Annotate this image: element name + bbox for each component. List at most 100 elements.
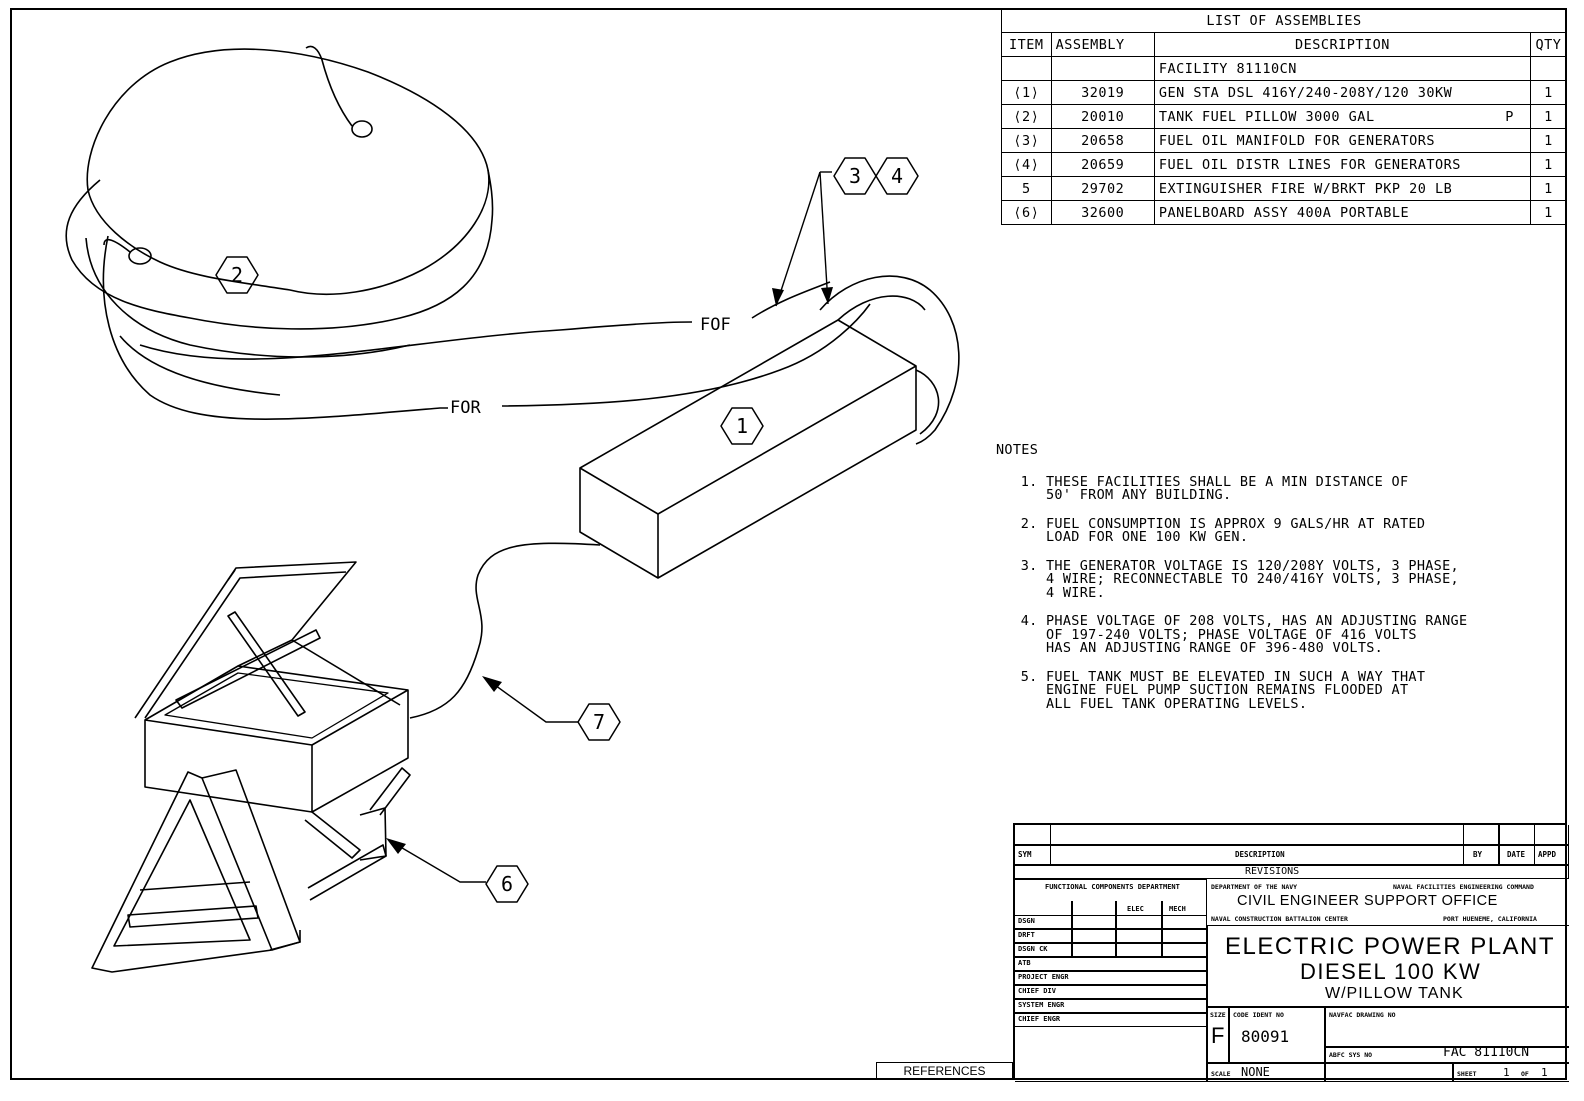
location-label: PORT HUENEME, CALIFORNIA <box>1443 915 1537 923</box>
rev-appd-header: APPD <box>1538 850 1557 859</box>
assembly-number: 32019 <box>1050 80 1155 105</box>
dept-navy-label: DEPARTMENT OF THE NAVY <box>1211 883 1298 891</box>
assembly-number: 29702 <box>1050 176 1155 201</box>
rev-by-header: BY <box>1473 850 1483 859</box>
note-item: THESE FACILITIES SHALL BE A MIN DISTANCE… <box>1046 475 1561 503</box>
callout-2-hex <box>215 256 259 294</box>
sheet-number: 1 <box>1503 1066 1510 1079</box>
revisions-label: REVISIONS <box>1245 866 1300 877</box>
assembly-description: FUEL OIL MANIFOLD FOR GENERATORS <box>1153 128 1531 153</box>
table-row: 5 29702 EXTINGUISHER FIRE W/BRKT PKP 20 … <box>1001 176 1568 201</box>
generator-set <box>579 275 960 579</box>
callout-6-label: 6 <box>501 872 513 896</box>
assembly-number: 32600 <box>1050 200 1155 225</box>
title-block: SYM DESCRIPTION BY DATE APPD REVISIONS F… <box>1013 823 1569 1082</box>
row-project-engr: PROJECT ENGR <box>1018 973 1069 981</box>
assembly-description: FUEL OIL DISTR LINES FOR GENERATORS <box>1153 152 1531 177</box>
row-chief-div: CHIEF DIV <box>1018 987 1056 995</box>
callout-4-hex <box>875 157 919 195</box>
callout-4-label: 4 <box>891 164 903 188</box>
rev-description-header: DESCRIPTION <box>1235 850 1285 859</box>
assembly-qty: 1 <box>1529 80 1568 105</box>
callout-1-hex <box>720 407 764 445</box>
item-number: 1 <box>1021 84 1031 101</box>
note-item: FUEL CONSUMPTION IS APPROX 9 GALS/HR AT … <box>1046 517 1561 545</box>
for-line-label: FOR <box>450 398 481 418</box>
assemblies-title: LIST OF ASSEMBLIES <box>1001 8 1567 33</box>
table-row: ⟨3⟩ 20658 FUEL OIL MANIFOLD FOR GENERATO… <box>1001 128 1568 153</box>
rev-sym-header: SYM <box>1018 850 1032 859</box>
assembly-number: 20658 <box>1050 128 1155 153</box>
item-number: 2 <box>1021 108 1031 125</box>
power-cable <box>409 542 601 719</box>
assembly-description: PANELBOARD ASSY 400A PORTABLE <box>1153 200 1531 225</box>
office-name: CIVIL ENGINEER SUPPORT OFFICE <box>1237 893 1498 909</box>
fuel-supply-hose <box>139 321 693 360</box>
scale-label: SCALE <box>1211 1070 1231 1078</box>
row-drft: DRFT <box>1018 931 1035 939</box>
assembly-number: 20659 <box>1050 152 1155 177</box>
assembly-qty: 1 <box>1529 176 1568 201</box>
drawing-title-line1: ELECTRIC POWER PLANT <box>1225 933 1556 960</box>
assembly-qty: 1 <box>1529 152 1568 177</box>
sheet-label: SHEET <box>1457 1070 1477 1078</box>
col-header-item: ITEM <box>1001 32 1052 57</box>
item-number: 5 <box>1021 180 1031 197</box>
size-value: F <box>1211 1023 1225 1048</box>
callout-6-hex <box>485 865 529 903</box>
col-header-description: DESCRIPTION <box>1153 32 1531 57</box>
fuel-return-hose <box>102 235 448 420</box>
code-ident-label: CODE IDENT NO <box>1233 1011 1284 1019</box>
table-row: ⟨4⟩ 20659 FUEL OIL DISTR LINES FOR GENER… <box>1001 152 1568 177</box>
assembly-description: EXTINGUISHER FIRE W/BRKT PKP 20 LB <box>1153 176 1531 201</box>
assembly-qty: 1 <box>1529 200 1568 225</box>
fuel-return-hose-2 <box>501 303 871 407</box>
assembly-number: 20010 <box>1050 104 1155 129</box>
note-item: PHASE VOLTAGE OF 208 VOLTS, HAS AN ADJUS… <box>1046 614 1561 656</box>
callout-7-hex <box>577 703 621 741</box>
cbc-label: NAVAL CONSTRUCTION BATTALION CENTER <box>1211 915 1348 923</box>
navfac-drawing-label: NAVFAC DRAWING NO <box>1329 1011 1396 1019</box>
sheet-total: 1 <box>1541 1066 1548 1079</box>
row-chief-engr: CHIEF ENGR <box>1018 1015 1061 1023</box>
panelboard-cabinet <box>91 561 411 973</box>
table-row: ⟨6⟩ 32600 PANELBOARD ASSY 400A PORTABLE … <box>1001 200 1568 225</box>
fuel-supply-hose-2 <box>751 281 831 319</box>
leader-lines <box>391 171 832 883</box>
callout-hexagons <box>215 157 919 903</box>
fof-line-label: FOF <box>700 315 731 335</box>
drawing-number: FAC 81110CN <box>1443 1045 1530 1060</box>
assembly-qty: 1 <box>1529 104 1568 129</box>
callout-1-label: 1 <box>736 414 748 438</box>
drawing-title-line3: W/PILLOW TANK <box>1325 985 1464 1002</box>
item-number: 4 <box>1021 156 1031 173</box>
notes-section: NOTES THESE FACILITIES SHALL BE A MIN DI… <box>996 442 1561 726</box>
row-system-engr: SYSTEM ENGR <box>1018 1001 1065 1009</box>
assemblies-table: LIST OF ASSEMBLIES ITEM ASSEMBLY DESCRIP… <box>1001 8 1568 225</box>
row-dsgn: DSGN <box>1018 917 1035 925</box>
row-atb: ATB <box>1018 959 1031 967</box>
rev-date-header: DATE <box>1507 850 1526 859</box>
item-number: 6 <box>1021 204 1031 221</box>
size-label: SIZE <box>1210 1011 1226 1019</box>
code-ident-value: 80091 <box>1241 1027 1290 1046</box>
pillow-tank <box>65 45 494 396</box>
note-item: THE GENERATOR VOLTAGE IS 120/208Y VOLTS,… <box>1046 559 1561 601</box>
assembly-qty: 1 <box>1529 128 1568 153</box>
callout-2-label: 2 <box>231 263 243 287</box>
table-row: ⟨1⟩ 32019 GEN STA DSL 416Y/240-208Y/120 … <box>1001 80 1568 105</box>
col-header-qty: QTY <box>1529 32 1568 57</box>
of-label: OF <box>1521 1070 1529 1078</box>
mech-label: MECH <box>1169 905 1186 913</box>
leader-arrowheads <box>386 287 833 854</box>
drawing-title-line2: DIESEL 100 KW <box>1300 959 1482 984</box>
assembly-description: GEN STA DSL 416Y/240-208Y/120 30KW <box>1153 80 1531 105</box>
callout-7-label: 7 <box>593 710 605 734</box>
notes-heading: NOTES <box>996 442 1039 458</box>
navfac-label: NAVAL FACILITIES ENGINEERING COMMAND <box>1393 883 1534 891</box>
drawing-frame <box>10 8 1567 1080</box>
functional-components-label: FUNCTIONAL COMPONENTS DEPARTMENT <box>1045 883 1180 891</box>
